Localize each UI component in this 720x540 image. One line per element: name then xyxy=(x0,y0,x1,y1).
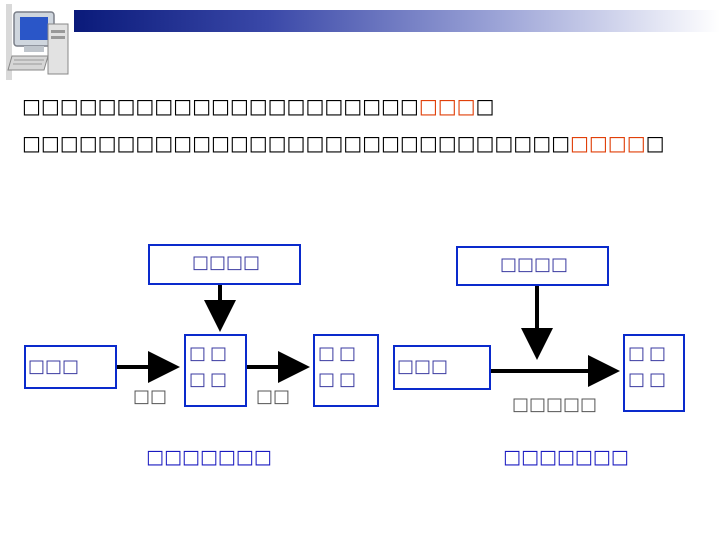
right-top-box-label: □□□□ xyxy=(500,254,569,275)
paragraph-line-1-highlight: □□□ xyxy=(418,94,476,118)
computer-icon xyxy=(6,4,69,80)
left-output-box: □□□□ xyxy=(313,334,379,407)
right-top-box: □□□□ xyxy=(456,246,609,286)
left-caption: □□□□□□□ xyxy=(146,446,272,468)
right-output-box-label: □□□□ xyxy=(628,343,671,390)
left-arrow-label-2: □□ xyxy=(256,386,291,407)
left-top-box: □□□□ xyxy=(148,244,301,285)
left-input-box: □□□ xyxy=(24,345,117,389)
paragraph-line-2-text: □□□□□□□□□□□□□□□□□□□□□□□□□□□□□ xyxy=(22,131,570,155)
paragraph-line-1-end: □ xyxy=(475,94,495,118)
paragraph-line-2: □□□□□□□□□□□□□□□□□□□□□□□□□□□□□□□□□□ xyxy=(22,131,665,155)
left-arrow-label-1: □□ xyxy=(133,386,168,407)
header-gradient-bar xyxy=(74,10,720,32)
right-input-box-label: □□□ xyxy=(397,356,449,377)
left-top-box-label: □□□□ xyxy=(192,252,261,273)
right-output-box: □□□□ xyxy=(623,334,685,412)
paragraph-line-1-text: □□□□□□□□□□□□□□□□□□□□□ xyxy=(22,94,419,118)
left-output-box-label: □□□□ xyxy=(318,343,361,390)
right-caption: □□□□□□□ xyxy=(503,446,629,468)
right-input-box: □□□ xyxy=(393,345,491,390)
paragraph-line-2-end: □ xyxy=(645,131,665,155)
left-input-box-label: □□□ xyxy=(28,356,80,377)
paragraph-line-2-highlight: □□□□ xyxy=(570,131,646,155)
paragraph-line-1: □□□□□□□□□□□□□□□□□□□□□□□□□ xyxy=(22,94,494,118)
left-middle-box-label: □□□□ xyxy=(189,343,232,390)
right-arrow-label: □□□□□ xyxy=(512,394,598,415)
left-middle-box: □□□□ xyxy=(184,334,247,407)
